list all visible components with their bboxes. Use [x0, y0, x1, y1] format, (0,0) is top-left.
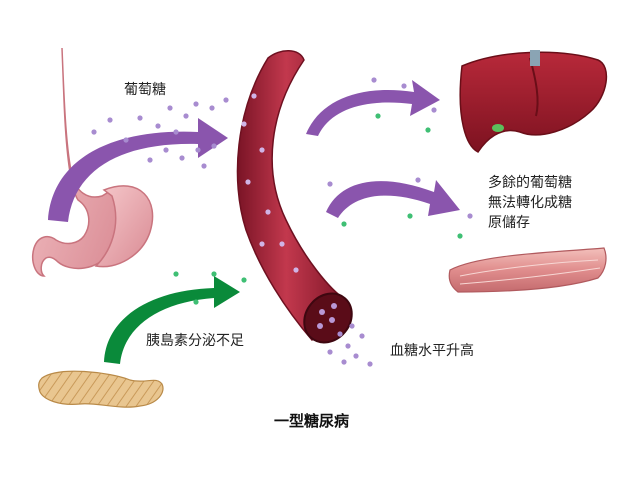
vessel-inner-dots	[241, 93, 299, 273]
label-excess-line-2: 無法轉化成糖	[488, 195, 572, 211]
insulin-dots	[173, 113, 463, 305]
label-insulin: 胰島素分泌不足	[146, 333, 244, 349]
pancreas-icon	[38, 370, 164, 408]
muscle-icon	[448, 247, 607, 293]
vessel-to-liver-arrow	[306, 80, 440, 136]
esophagus-stomach-icon	[32, 47, 154, 277]
label-excess-line-1: 多餘的葡萄糖	[488, 175, 572, 191]
glucose-to-vessel-arrow	[48, 118, 228, 222]
insulin-arrow	[104, 276, 240, 364]
glucose-dots	[91, 77, 473, 367]
label-blood-sugar: 血糖水平升高	[390, 343, 474, 359]
liver-icon	[459, 50, 608, 153]
blood-vessel-icon	[236, 50, 353, 344]
vessel-to-muscle-arrow	[326, 180, 460, 218]
label-glucose: 葡萄糖	[124, 82, 166, 98]
diagram-title: 一型糖尿病	[274, 412, 350, 430]
label-excess-line-3: 原儲存	[488, 215, 530, 231]
